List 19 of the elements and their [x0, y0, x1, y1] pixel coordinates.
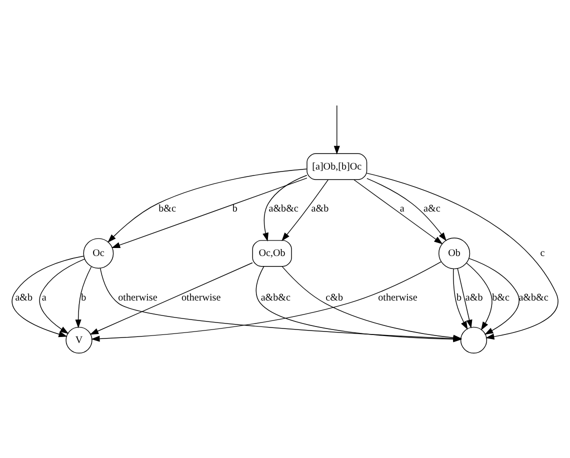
edge-label: c&b — [326, 292, 344, 304]
edge-label: otherwise — [182, 292, 221, 304]
edge-label: c — [540, 248, 545, 260]
edge-label: otherwise — [378, 292, 418, 304]
edge-label: a — [42, 292, 46, 304]
edge-label: b&c — [492, 292, 510, 304]
edge-label: a&b&c — [518, 292, 548, 304]
edge-label: a — [400, 203, 404, 214]
edge-label: a&b&c — [268, 203, 298, 214]
edge-label: a&c — [424, 203, 440, 214]
edge-label: a&b — [15, 292, 33, 304]
edge-label: otherwise — [118, 292, 158, 304]
edge-label: a&b&c — [260, 292, 290, 304]
edge-label: b — [232, 203, 238, 214]
edge-label: a&b — [465, 292, 483, 304]
edge-label: b — [81, 292, 86, 304]
edge-label: b — [456, 292, 462, 304]
edge-label: a&b — [311, 203, 329, 214]
edge-label: b&c — [158, 203, 176, 214]
